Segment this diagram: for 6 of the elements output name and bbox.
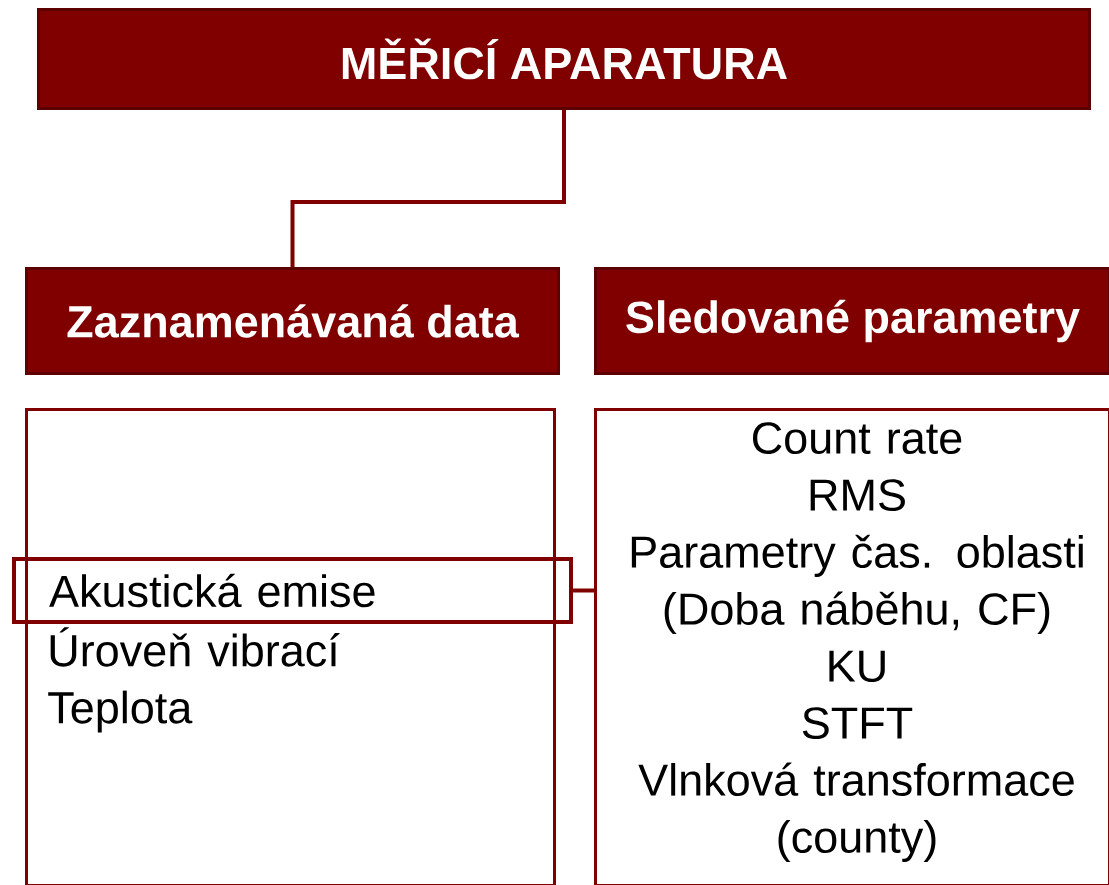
heading-box: MĚŘICÍ APARATURA — [37, 8, 1091, 110]
heading-box: Sledované parametry — [594, 267, 1109, 375]
heading-box: Zaznamenávaná data — [25, 267, 560, 375]
connector-line — [290, 110, 566, 267]
connector-line — [573, 588, 594, 593]
list-box: Count rate RMS Parametry čas. oblasti (Doba náběhu, CF) KU STFT Vlnková transformace (county) — [594, 408, 1109, 885]
